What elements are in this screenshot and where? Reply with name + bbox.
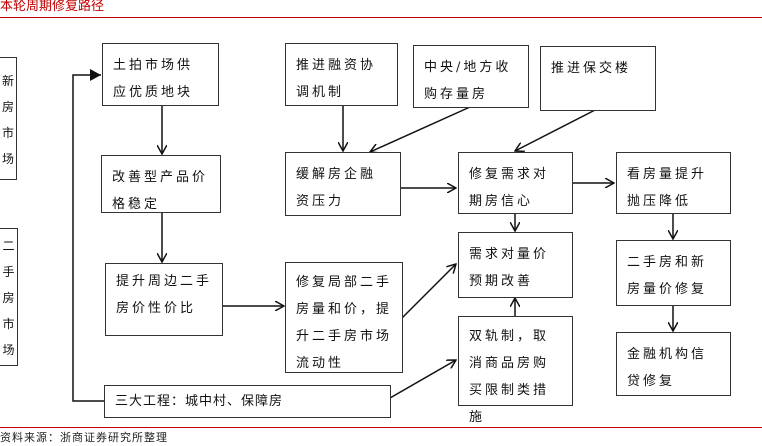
box-demand-confidence: 修复需求对期房信心 <box>458 152 573 214</box>
arrow-delivery-to-confidence <box>515 108 598 151</box>
box-credit-recovery: 金融机构信贷修复 <box>616 332 731 396</box>
box-three-major-projects: 三大工程：城中村、保障房 <box>104 385 391 418</box>
arrow-local-to-expectation <box>401 264 456 319</box>
box-char: 场 <box>1 152 14 166</box>
box-viewing-pressure: 看房量提升抛压降低 <box>616 152 731 214</box>
source-note: 资料来源：浙商证券研究所整理 <box>0 431 168 444</box>
box-char: 新 <box>1 74 14 88</box>
box-acquire-inventory: 中央/地方收购存量房 <box>413 45 529 108</box>
title-divider <box>0 17 762 18</box>
arrow-projects-to-dualtrack <box>389 360 456 399</box>
box-secondhand-value: 提升周边二手房价性价比 <box>105 263 223 336</box>
box-char: 房 <box>2 291 15 305</box>
partial-box-secondhand: 二手房市场 <box>0 228 18 366</box>
box-expectation: 需求对量价预期改善 <box>458 232 573 298</box>
box-price-volume-recovery: 二手房和新房量价修复 <box>616 240 731 306</box>
box-char: 二 <box>2 239 15 253</box>
arrow-three-projects-to-land <box>72 69 104 402</box>
footer-divider <box>0 427 762 428</box>
box-guarantee-delivery: 推进保交楼 <box>540 46 656 111</box>
arrow-acquire-to-relieve <box>370 106 471 152</box>
box-char: 房 <box>1 100 14 114</box>
figure-title: 本轮周期修复路径 <box>0 0 105 14</box>
box-char: 市 <box>1 126 14 140</box>
box-char: 手 <box>2 265 15 279</box>
box-product-price: 改善型产品价格稳定 <box>101 155 221 213</box>
box-local-secondhand-repair: 修复局部二手房量和价，提升二手房市场流动性 <box>285 262 403 373</box>
box-char: 市 <box>2 317 15 331</box>
box-char: 场 <box>2 343 15 357</box>
box-dual-track: 双轨制，取消商品房购买限制类措施 <box>458 316 573 425</box>
box-land-supply: 土拍市场供应优质地块 <box>102 43 219 106</box>
box-financing-coordination: 推进融资协调机制 <box>285 43 398 106</box>
box-relieve-financing: 缓解房企融资压力 <box>285 152 401 216</box>
partial-box-new-house: 新房市场 <box>0 57 17 180</box>
